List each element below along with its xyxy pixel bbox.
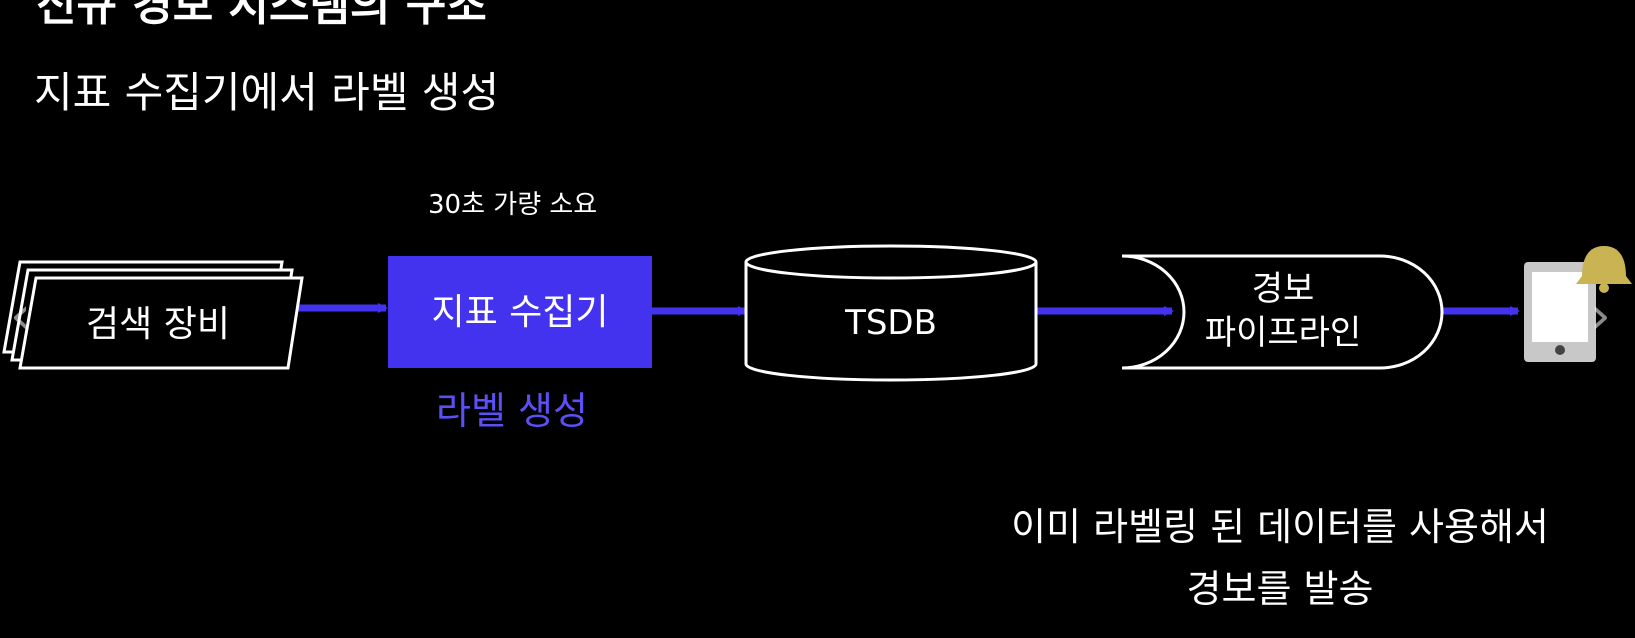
pipeline-node — [1121, 254, 1444, 370]
summary-line-1: 이미 라벨링 된 데이터를 사용해서 — [1011, 505, 1549, 549]
collector-role-note: 라벨 생성 — [436, 389, 588, 433]
summary-note: 이미 라벨링 된 데이터를 사용해서 경보를 발송 — [960, 496, 1600, 620]
collector-timing-note: 30초 가량 소요 — [428, 190, 598, 220]
pipeline-label-line1: 경보 — [1252, 269, 1315, 309]
tsdb-label: TSDB — [844, 303, 937, 343]
prev-slide-icon[interactable]: ‹ — [10, 286, 31, 346]
collector-label: 지표 수집기 — [431, 292, 608, 333]
mobile-phone-icon — [1524, 262, 1596, 362]
source-label: 검색 장비 — [86, 304, 230, 345]
next-slide-icon[interactable]: › — [1590, 286, 1611, 346]
bell-icon — [1576, 246, 1632, 293]
summary-line-2: 경보를 발송 — [1186, 567, 1374, 611]
source-node — [2, 260, 304, 370]
collector-node — [388, 256, 652, 368]
slide-subtitle: 지표 수집기에서 라벨 생성 — [34, 68, 500, 117]
pipeline-label-line2: 파이프라인 — [1205, 313, 1361, 353]
tsdb-node — [744, 244, 1038, 382]
slide-title: 신규 경보 시스템의 구조 — [36, 0, 487, 31]
